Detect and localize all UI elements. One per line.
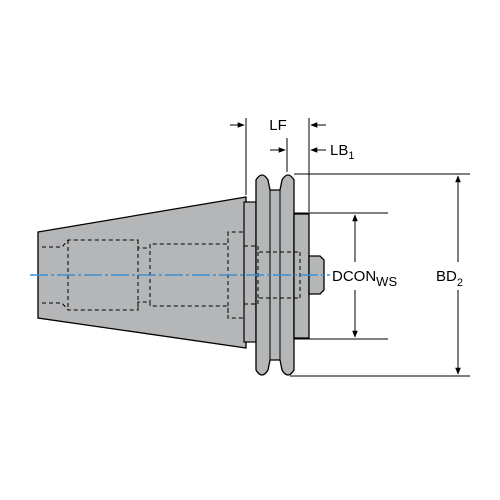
lb1-label: LB1 xyxy=(330,142,354,162)
lb1-dimension xyxy=(270,138,326,172)
taper-shank xyxy=(37,196,247,349)
dconws-dimension xyxy=(294,212,388,340)
dconws-label: DCONWS xyxy=(332,268,397,289)
bd2-dimension xyxy=(290,173,470,377)
lf-label: LF xyxy=(269,117,287,134)
bd2-label: BD2 xyxy=(436,268,463,289)
shank-collar xyxy=(243,201,257,343)
lf-dimension xyxy=(230,118,326,212)
front-hub xyxy=(293,213,310,339)
